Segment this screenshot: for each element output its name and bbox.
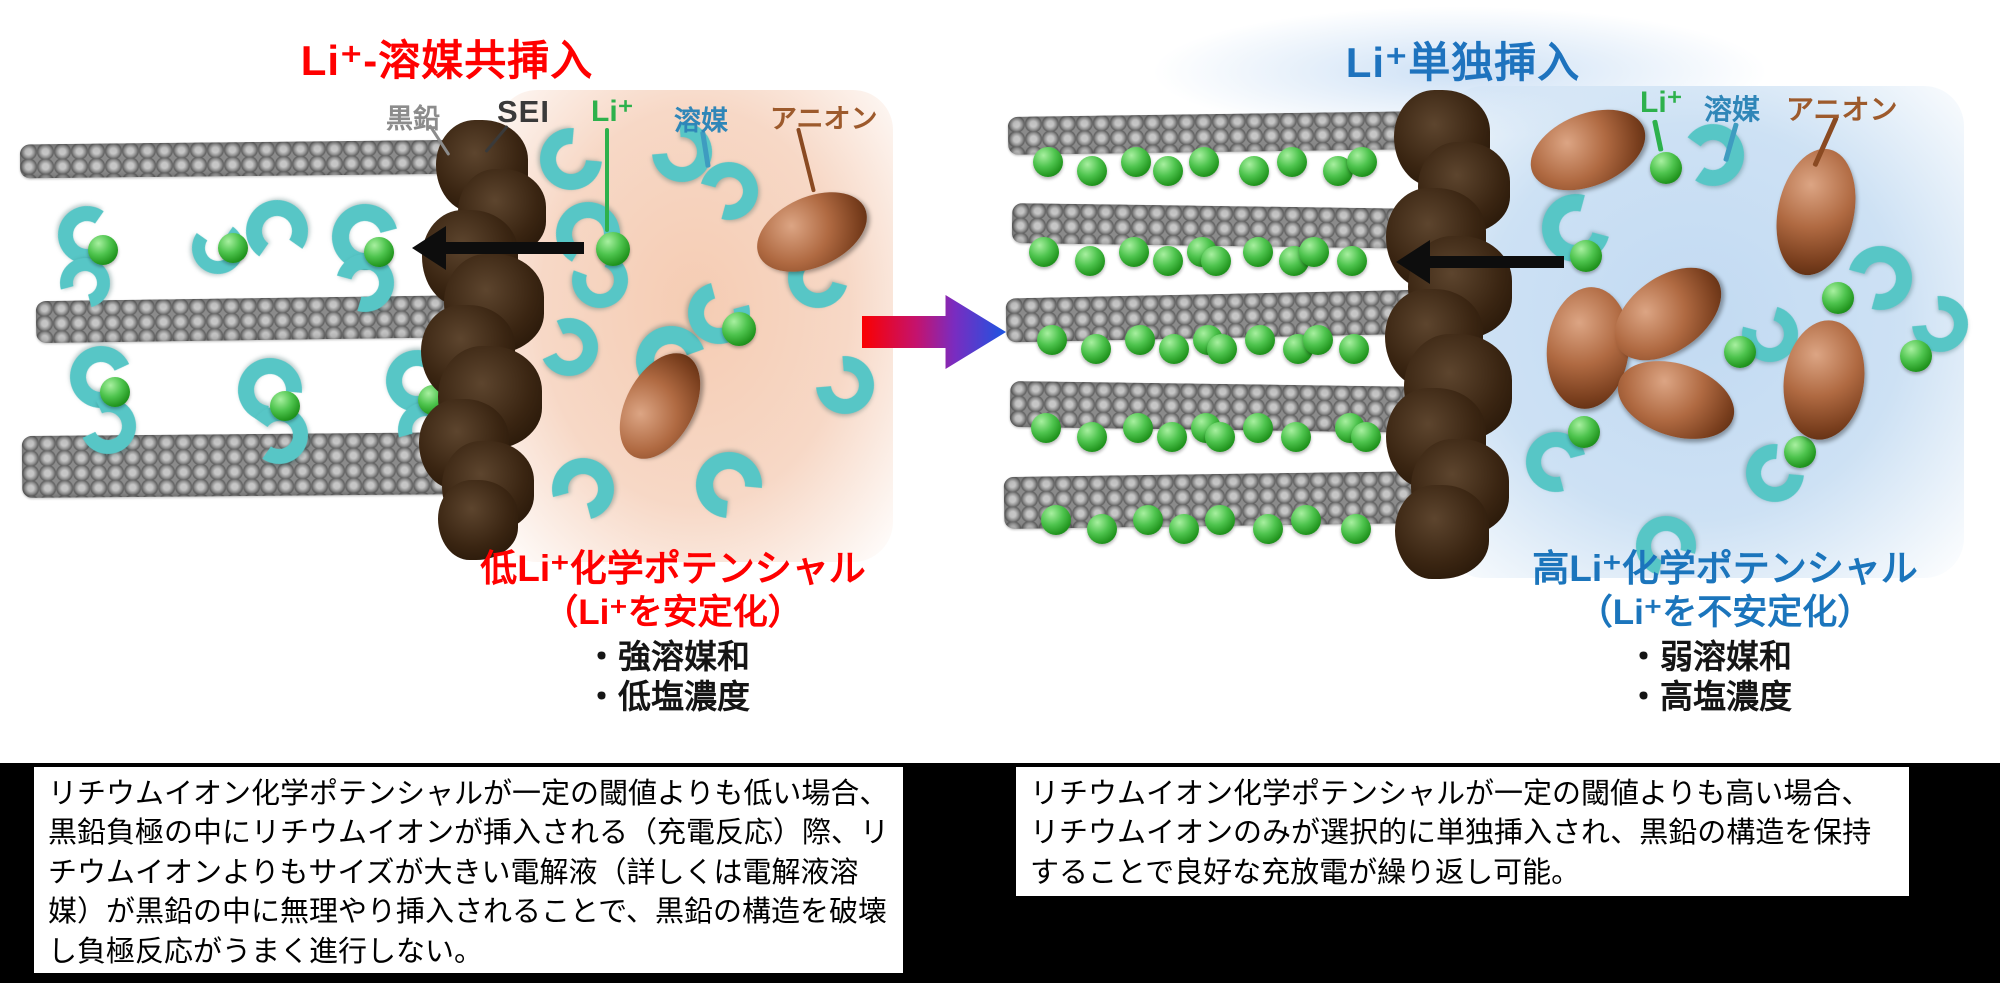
li-ion — [1339, 334, 1369, 364]
left-bullet-list: ・強溶媒和 ・低塩濃度 — [585, 637, 750, 717]
li-ion-label-right: Li⁺ — [1640, 86, 1683, 119]
right-caption-text: リチウムイオン化学ポテンシャルが一定の閾値よりも高い場合、リチウムイオンのみが選… — [1030, 778, 1872, 889]
right-bullet-list: ・弱溶媒和 ・高塩濃度 — [1627, 637, 1792, 717]
li-ion — [722, 312, 756, 346]
li-ion — [1207, 334, 1237, 364]
li-ion — [1650, 152, 1682, 184]
li-ion — [1347, 147, 1377, 177]
li-ion — [1125, 325, 1155, 355]
li-ion — [1205, 505, 1235, 535]
right-potential-subheading: （Li⁺を不安定化） — [1577, 593, 1873, 632]
li-ion — [1299, 237, 1329, 267]
li-ion — [1239, 156, 1269, 186]
li-ion — [1119, 237, 1149, 267]
li-ion — [1201, 246, 1231, 276]
li-ion — [364, 237, 394, 267]
graphite-label: 黒鉛 — [386, 104, 440, 134]
li-ion — [1724, 336, 1756, 368]
sei-blob — [1395, 485, 1489, 579]
li-ion — [1121, 147, 1151, 177]
left-bullet-2: ・低塩濃度 — [585, 678, 750, 715]
solvent-label-left: 溶媒 — [674, 106, 728, 136]
arrow-shaft — [442, 242, 584, 254]
li-ion — [1031, 413, 1061, 443]
graphite-layer — [35, 294, 489, 344]
anion-label-right: アニオン — [1786, 94, 1898, 125]
li-ion — [1205, 422, 1235, 452]
left-caption-text: リチウムイオン化学ポテンシャルが一定の閾値よりも低い場合、黒鉛負極の中にリチウム… — [48, 778, 890, 968]
electrolyte-region-left — [497, 90, 893, 562]
right-panel-title: Li⁺単独挿入 — [1345, 39, 1581, 86]
left-potential-subheading: （Li⁺を安定化） — [543, 593, 803, 632]
arrow-head-icon — [412, 226, 446, 270]
li-ion — [596, 232, 630, 266]
li-ion — [1123, 413, 1153, 443]
right-bullet-1: ・弱溶媒和 — [1627, 638, 1792, 675]
anion-label-left: アニオン — [770, 104, 878, 134]
li-ion — [1243, 413, 1273, 443]
li-ion — [1570, 240, 1602, 272]
li-ion — [1281, 422, 1311, 452]
left-panel-title: Li⁺-溶媒共挿入 — [300, 37, 594, 84]
li-ion — [1900, 340, 1932, 372]
li-ion — [88, 235, 118, 265]
li-ion — [1337, 246, 1367, 276]
li-ion — [1077, 156, 1107, 186]
solvent-label-right: 溶媒 — [1704, 94, 1761, 125]
li-ion — [1041, 505, 1071, 535]
li-ion — [1077, 422, 1107, 452]
li-ion — [100, 377, 130, 407]
sei-blob — [438, 480, 518, 560]
right-bullet-2: ・高塩濃度 — [1627, 678, 1792, 715]
li-ion — [1784, 436, 1816, 468]
right-potential-heading: 高Li⁺化学ポテンシャル — [1532, 548, 1918, 589]
left-bullet-1: ・強溶媒和 — [585, 638, 750, 675]
li-ion — [1243, 237, 1273, 267]
li-ion — [1277, 147, 1307, 177]
li-ion — [1153, 246, 1183, 276]
li-ion — [1153, 156, 1183, 186]
li-ion — [1081, 334, 1111, 364]
li-ion — [1568, 416, 1600, 448]
li-ion — [1253, 514, 1283, 544]
li-ion — [1087, 514, 1117, 544]
arrow-shaft — [1426, 256, 1564, 268]
li-ion — [1029, 237, 1059, 267]
li-ion — [1189, 147, 1219, 177]
li-ion — [1033, 147, 1063, 177]
li-ion — [1075, 246, 1105, 276]
left-potential-heading: 低Li⁺化学ポテンシャル — [480, 548, 866, 589]
li-ion-leader-line-left — [605, 128, 609, 232]
li-ion — [270, 391, 300, 421]
li-ion — [1245, 325, 1275, 355]
li-ion — [1351, 422, 1381, 452]
li-ion — [1341, 514, 1371, 544]
li-ion — [1291, 505, 1321, 535]
left-caption-box: リチウムイオン化学ポテンシャルが一定の閾値よりも低い場合、黒鉛負極の中にリチウム… — [32, 765, 905, 975]
li-ion — [1157, 422, 1187, 452]
li-ion — [1303, 325, 1333, 355]
li-ion — [1822, 282, 1854, 314]
single-intercalation-arrow — [1396, 240, 1564, 284]
li-ion — [1133, 505, 1163, 535]
li-ion — [1159, 334, 1189, 364]
sei-label: SEI — [497, 94, 550, 129]
li-ion — [1169, 514, 1199, 544]
graphite-layer — [1011, 203, 1431, 249]
solvent-molecule — [241, 195, 313, 267]
li-ion-label-left: Li⁺ — [591, 95, 634, 128]
graphite-layer — [19, 139, 483, 179]
right-caption-box: リチウムイオン化学ポテンシャルが一定の閾値よりも高い場合、リチウムイオンのみが選… — [1014, 765, 1911, 898]
li-ion — [218, 233, 248, 263]
arrow-head-icon — [1396, 240, 1430, 284]
co-intercalation-arrow — [412, 226, 584, 270]
li-ion — [1037, 325, 1067, 355]
